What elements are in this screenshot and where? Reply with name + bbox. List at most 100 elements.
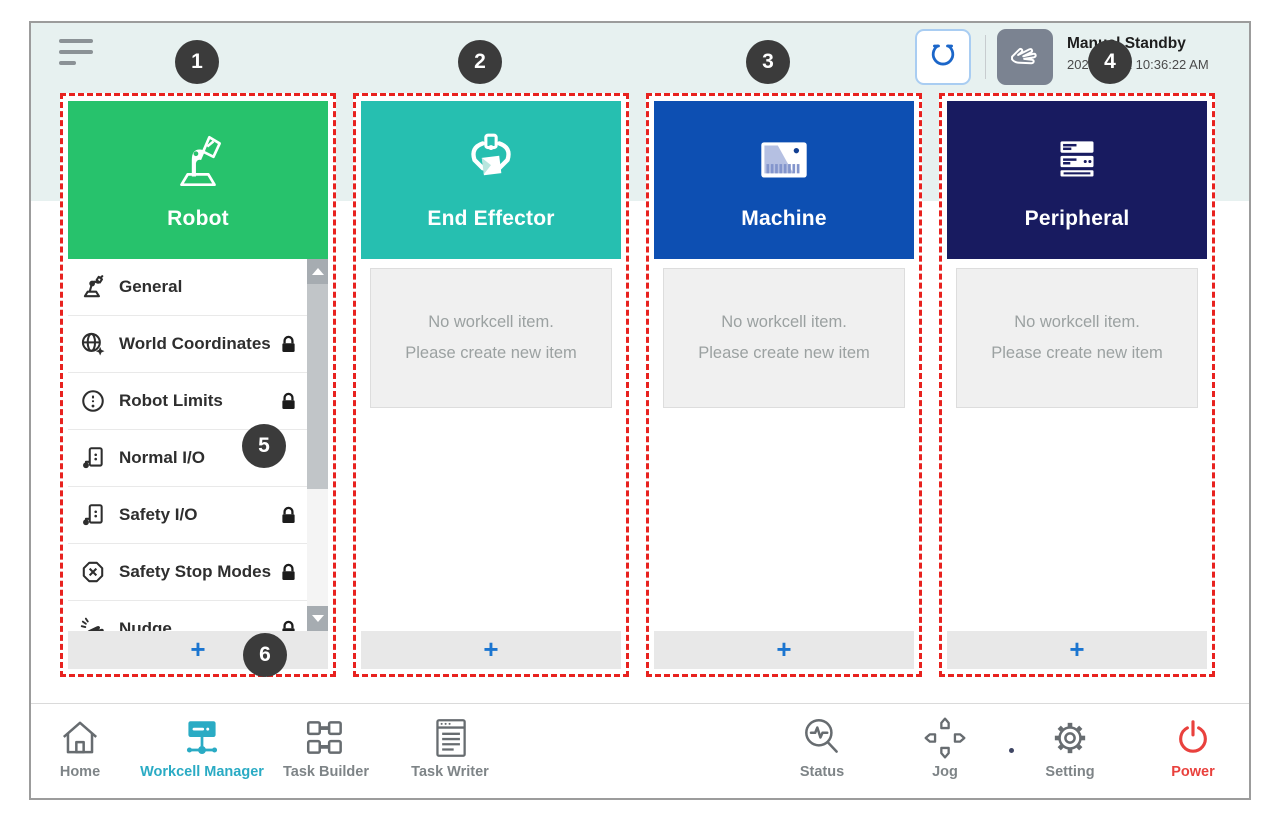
robot-config-item[interactable]: Safety I/O [68, 487, 307, 544]
workcell-column-end-effector: End Effector No workcell item. Please cr… [353, 93, 629, 677]
plus-icon: + [1069, 634, 1085, 664]
column-title: Robot [167, 207, 229, 230]
io-port-icon [80, 502, 106, 528]
nav-item-setting[interactable]: Setting [990, 715, 1150, 780]
nav-item-home[interactable]: Home [31, 715, 160, 780]
globe-icon [80, 331, 106, 357]
robot-config-item-label: Safety I/O [119, 505, 198, 524]
column-title: Machine [741, 207, 827, 230]
column-title: End Effector [427, 207, 555, 230]
lock-icon [278, 334, 299, 355]
separator-dot-icon [1009, 748, 1014, 753]
scrollbar[interactable] [307, 259, 328, 631]
lock-icon [278, 562, 299, 583]
alert-circle-icon [80, 388, 106, 414]
robot-config-item[interactable]: General [68, 259, 307, 316]
power-icon [1170, 715, 1216, 761]
nav-item-task-writer[interactable]: Task Writer [370, 715, 530, 780]
status-mode-label: Manual Standby [1067, 35, 1186, 52]
nav-item-label: Status [799, 764, 845, 780]
scroll-down-button[interactable] [307, 606, 328, 631]
lock-icon [278, 619, 299, 631]
robot-config-item[interactable]: Safety Stop Modes [68, 544, 307, 601]
jog-icon [922, 715, 968, 761]
add-end-effector-item-button[interactable]: + [361, 631, 621, 669]
callout-badge-3: 3 [746, 40, 790, 84]
task-writer-icon [427, 715, 473, 761]
robot-arm-icon [165, 129, 231, 195]
lock-icon [278, 391, 299, 412]
workcell-category-end-effector[interactable]: End Effector [361, 101, 621, 259]
workcell-column-peripheral: Peripheral No workcell item. Please crea… [939, 93, 1215, 677]
callout-badge-2: 2 [458, 40, 502, 84]
add-robot-item-button[interactable]: + [68, 631, 328, 669]
empty-workcell-placeholder: No workcell item. Please create new item [663, 268, 905, 408]
add-machine-item-button[interactable]: + [654, 631, 914, 669]
robot-config-item[interactable]: World Coordinates [68, 316, 307, 373]
robot-config-item[interactable]: Nudge [68, 601, 307, 631]
workcell-column-machine: Machine No workcell item. Please create … [646, 93, 922, 677]
nav-item-power[interactable]: Power [1113, 715, 1249, 780]
setting-icon [1047, 715, 1093, 761]
end-effector-column-body: No workcell item. Please create new item [361, 259, 621, 631]
callout-badge-5: 5 [242, 424, 286, 468]
robot-config-item-label: General [119, 277, 183, 296]
column-title: Peripheral [1024, 207, 1130, 230]
robot-config-item[interactable]: Robot Limits [68, 373, 307, 430]
nav-item-label: Home [59, 764, 101, 780]
nav-item-label: Task Writer [411, 764, 489, 780]
plus-icon: + [190, 634, 206, 664]
nav-item-label: Jog [932, 764, 958, 780]
lock-icon [278, 505, 299, 526]
menu-button[interactable] [59, 39, 93, 65]
gripper-claw-icon [925, 37, 961, 78]
workcell-category-machine[interactable]: Machine [654, 101, 914, 259]
server-icon [1044, 129, 1110, 195]
workcell-manager-icon [179, 715, 225, 761]
plus-icon: + [776, 634, 792, 664]
empty-workcell-placeholder: No workcell item. Please create new item [956, 268, 1198, 408]
nav-item-label: Task Builder [283, 764, 369, 780]
robot-config-item-label: Safety Stop Modes [119, 562, 272, 581]
task-builder-icon [303, 715, 349, 761]
hand-icon [1006, 36, 1044, 79]
workcell-category-robot[interactable]: Robot [68, 101, 328, 259]
robot-config-item-label: Nudge [119, 619, 172, 631]
scroll-up-button[interactable] [307, 259, 328, 284]
hamburger-icon [59, 39, 93, 43]
nav-item-workcell-manager[interactable]: Workcell Manager [122, 715, 282, 780]
nav-item-task-builder[interactable]: Task Builder [246, 715, 406, 780]
nav-item-label: Power [1171, 764, 1215, 780]
add-peripheral-item-button[interactable]: + [947, 631, 1207, 669]
plus-icon: + [483, 634, 499, 664]
callout-badge-1: 1 [175, 40, 219, 84]
nav-item-label: Workcell Manager [140, 764, 264, 780]
stop-octagon-icon [80, 559, 106, 585]
robot-config-item-label: World Coordinates [119, 334, 271, 353]
nav-item-status[interactable]: Status [742, 715, 902, 780]
scrollbar-thumb[interactable] [307, 284, 328, 489]
callout-badge-6: 6 [243, 633, 287, 677]
machine-icon [751, 129, 817, 195]
robot-mode-button[interactable] [915, 29, 971, 85]
nudge-hand-icon [80, 616, 106, 631]
workcell-category-peripheral[interactable]: Peripheral [947, 101, 1207, 259]
nav-item-jog[interactable]: Jog [865, 715, 1025, 780]
empty-workcell-placeholder: No workcell item. Please create new item [370, 268, 612, 408]
io-port-icon [80, 445, 106, 471]
app-window: Manual Standby 2022.02.22 10:36:22 AM Ro… [29, 21, 1251, 800]
status-icon [799, 715, 845, 761]
robot-config-item-label: Normal I/O [119, 448, 205, 467]
bottom-nav: Home Workcell Manager Task Builder Task Wri… [31, 703, 1249, 798]
peripheral-column-body: No workcell item. Please create new item [947, 259, 1207, 631]
home-icon [57, 715, 103, 761]
machine-column-body: No workcell item. Please create new item [654, 259, 914, 631]
manual-mode-indicator[interactable] [997, 29, 1053, 85]
gripper-icon [458, 129, 524, 195]
topbar-divider [985, 35, 986, 79]
robot-arm-small-icon [80, 274, 106, 300]
